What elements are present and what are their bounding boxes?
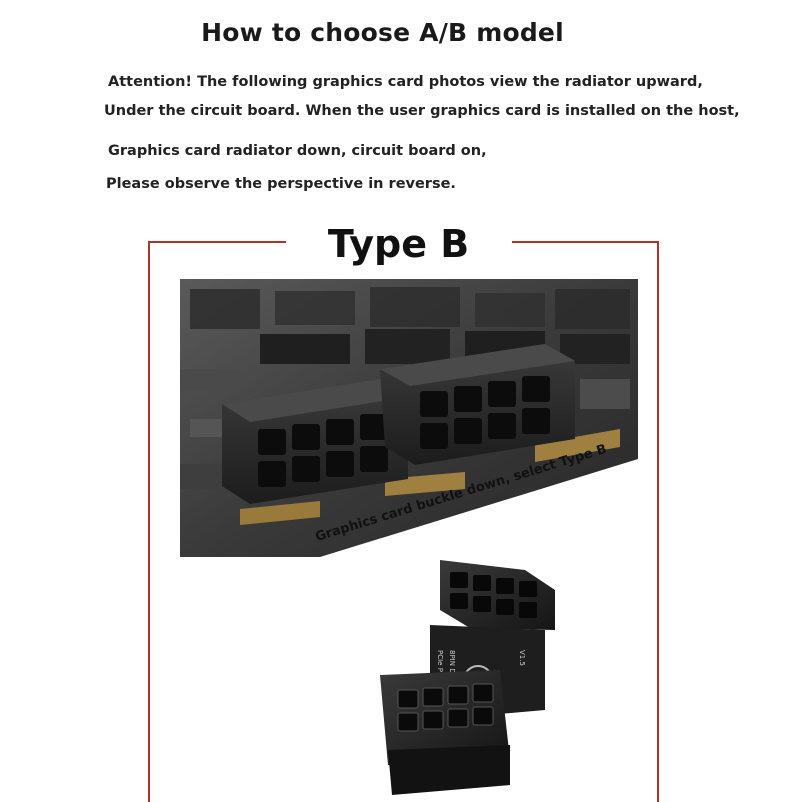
attention-note-line-4: Please observe the perspective in revers… [106,176,456,192]
page-title: How to choose A/B model [201,18,564,47]
svg-text:8PIN D: 8PIN D [448,650,456,674]
attention-note-line-3: Graphics card radiator down, circuit boa… [108,143,487,159]
attention-note-line-1: Attention! The following graphics card p… [108,74,703,90]
graphics-card-photo [180,279,638,557]
attention-note-line-2: Under the circuit board. When the user g… [104,103,740,119]
angled-power-adapter-image: PCIe P 8PIN D V1.5 [380,560,555,795]
svg-text:V1.5: V1.5 [518,650,526,666]
frame-border-left [148,242,150,802]
frame-border-top-right [512,241,659,243]
type-b-heading: Type B [327,222,470,266]
frame-border-right [657,242,659,802]
frame-border-top-left [148,241,286,243]
svg-text:PCIe P: PCIe P [436,650,444,672]
